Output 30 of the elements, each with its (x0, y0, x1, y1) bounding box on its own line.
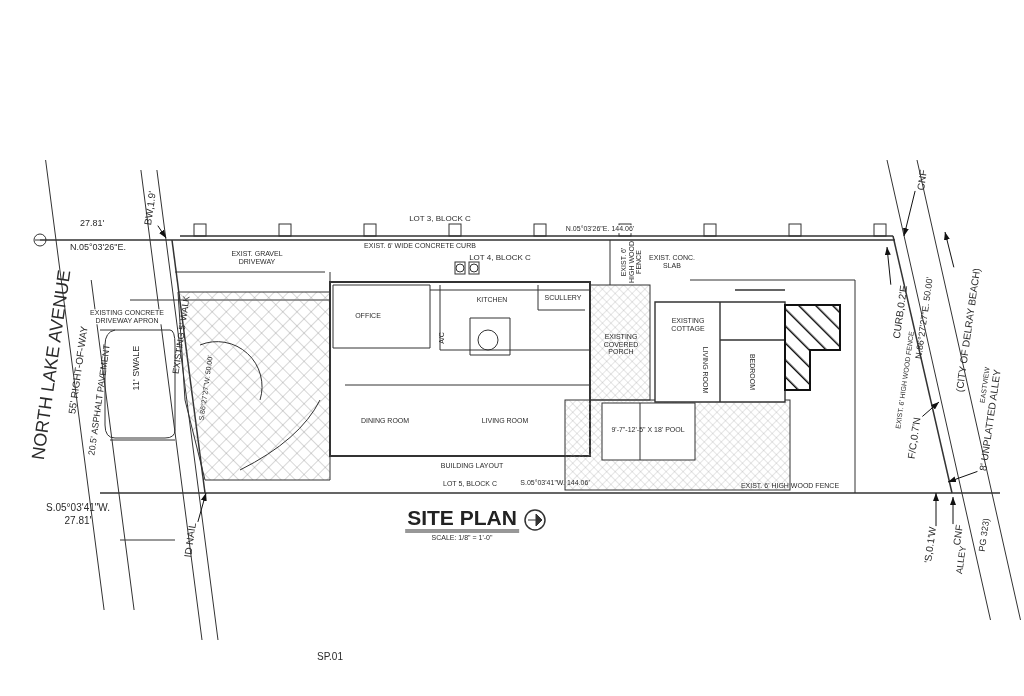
plan-label: N.86°27'27"E. 50.00' (914, 276, 936, 360)
leader-line (921, 401, 940, 417)
plan-label: EXISTING 5' WALK (171, 295, 193, 375)
leader-line (933, 492, 939, 527)
leader-line (944, 231, 955, 268)
plan-label: ALLEY (955, 545, 969, 575)
plan-label: LOT 4, BLOCK C (469, 253, 531, 263)
callout-label: F/C,0.7'N (905, 416, 923, 460)
plan-label: S.05°03'41"W. (46, 501, 110, 513)
plan-label: SP.01 (317, 650, 343, 662)
plan-label: PG 323) (977, 517, 993, 553)
leader-line (950, 496, 956, 525)
plan-label: N.05°03'26"E. (69, 243, 127, 253)
plan-label: 27.81' (64, 514, 92, 526)
callout-label: 'S,0.1'W (922, 526, 938, 564)
leader-line (947, 470, 978, 483)
plan-label: LOT 3, BLOCK C (409, 214, 471, 224)
leader-line (884, 246, 892, 286)
callout-label: ID NAIL (182, 521, 198, 559)
leader-line (197, 492, 207, 523)
leader-line (903, 190, 916, 237)
plan-label: 27.81' (79, 219, 105, 229)
drawing-title: SITE PLAN (405, 505, 519, 533)
callout-label: CNF (915, 169, 929, 191)
callout-label: CNF (951, 524, 965, 546)
plan-label: 20.5' ASPHALT PAVEMENT (87, 343, 113, 457)
plan-label: 11' SWALE (132, 345, 142, 391)
plan-label: 55' RIGHT-OF-WAY (66, 325, 90, 415)
callout-label: BW,1.9' (142, 190, 158, 226)
leader-line (157, 225, 167, 239)
